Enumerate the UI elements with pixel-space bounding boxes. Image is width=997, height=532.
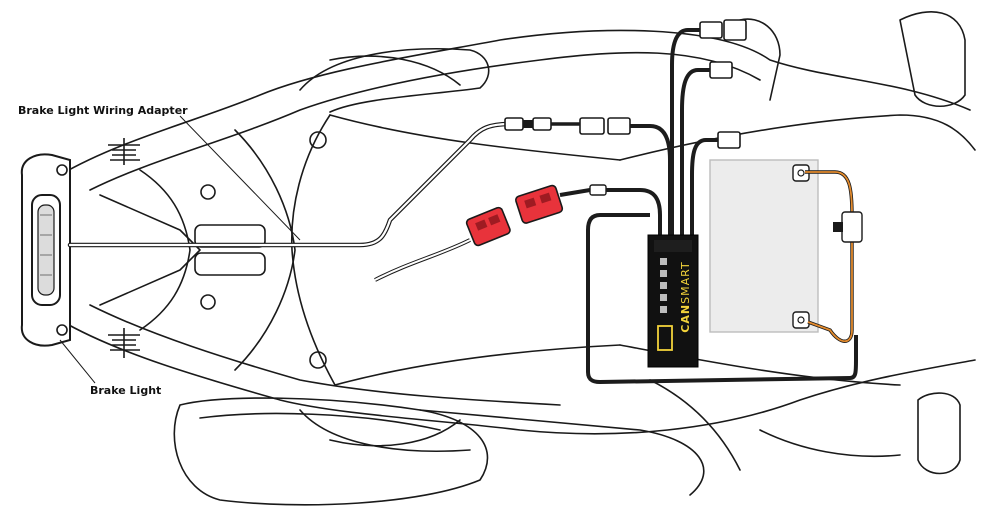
cansmart-brand: CANSMART xyxy=(679,237,693,357)
cansmart-brand-top: CAN xyxy=(679,303,692,333)
turn-signal-right xyxy=(108,328,140,358)
ground-harness xyxy=(586,213,858,384)
harness-connectors xyxy=(551,19,747,235)
brake-light-wiring-adapter xyxy=(67,117,552,248)
battery xyxy=(709,159,863,343)
label-brake-light-wiring-adapter: Brake Light Wiring Adapter xyxy=(18,104,188,117)
cansmart-module xyxy=(647,234,699,368)
motorcycle-outline xyxy=(21,11,976,506)
label-brake-light: Brake Light xyxy=(90,384,162,397)
turn-signal-left xyxy=(108,138,140,165)
brake-light xyxy=(20,153,71,347)
cansmart-brand-bottom: SMART xyxy=(679,261,692,304)
red-connectors xyxy=(374,184,662,282)
